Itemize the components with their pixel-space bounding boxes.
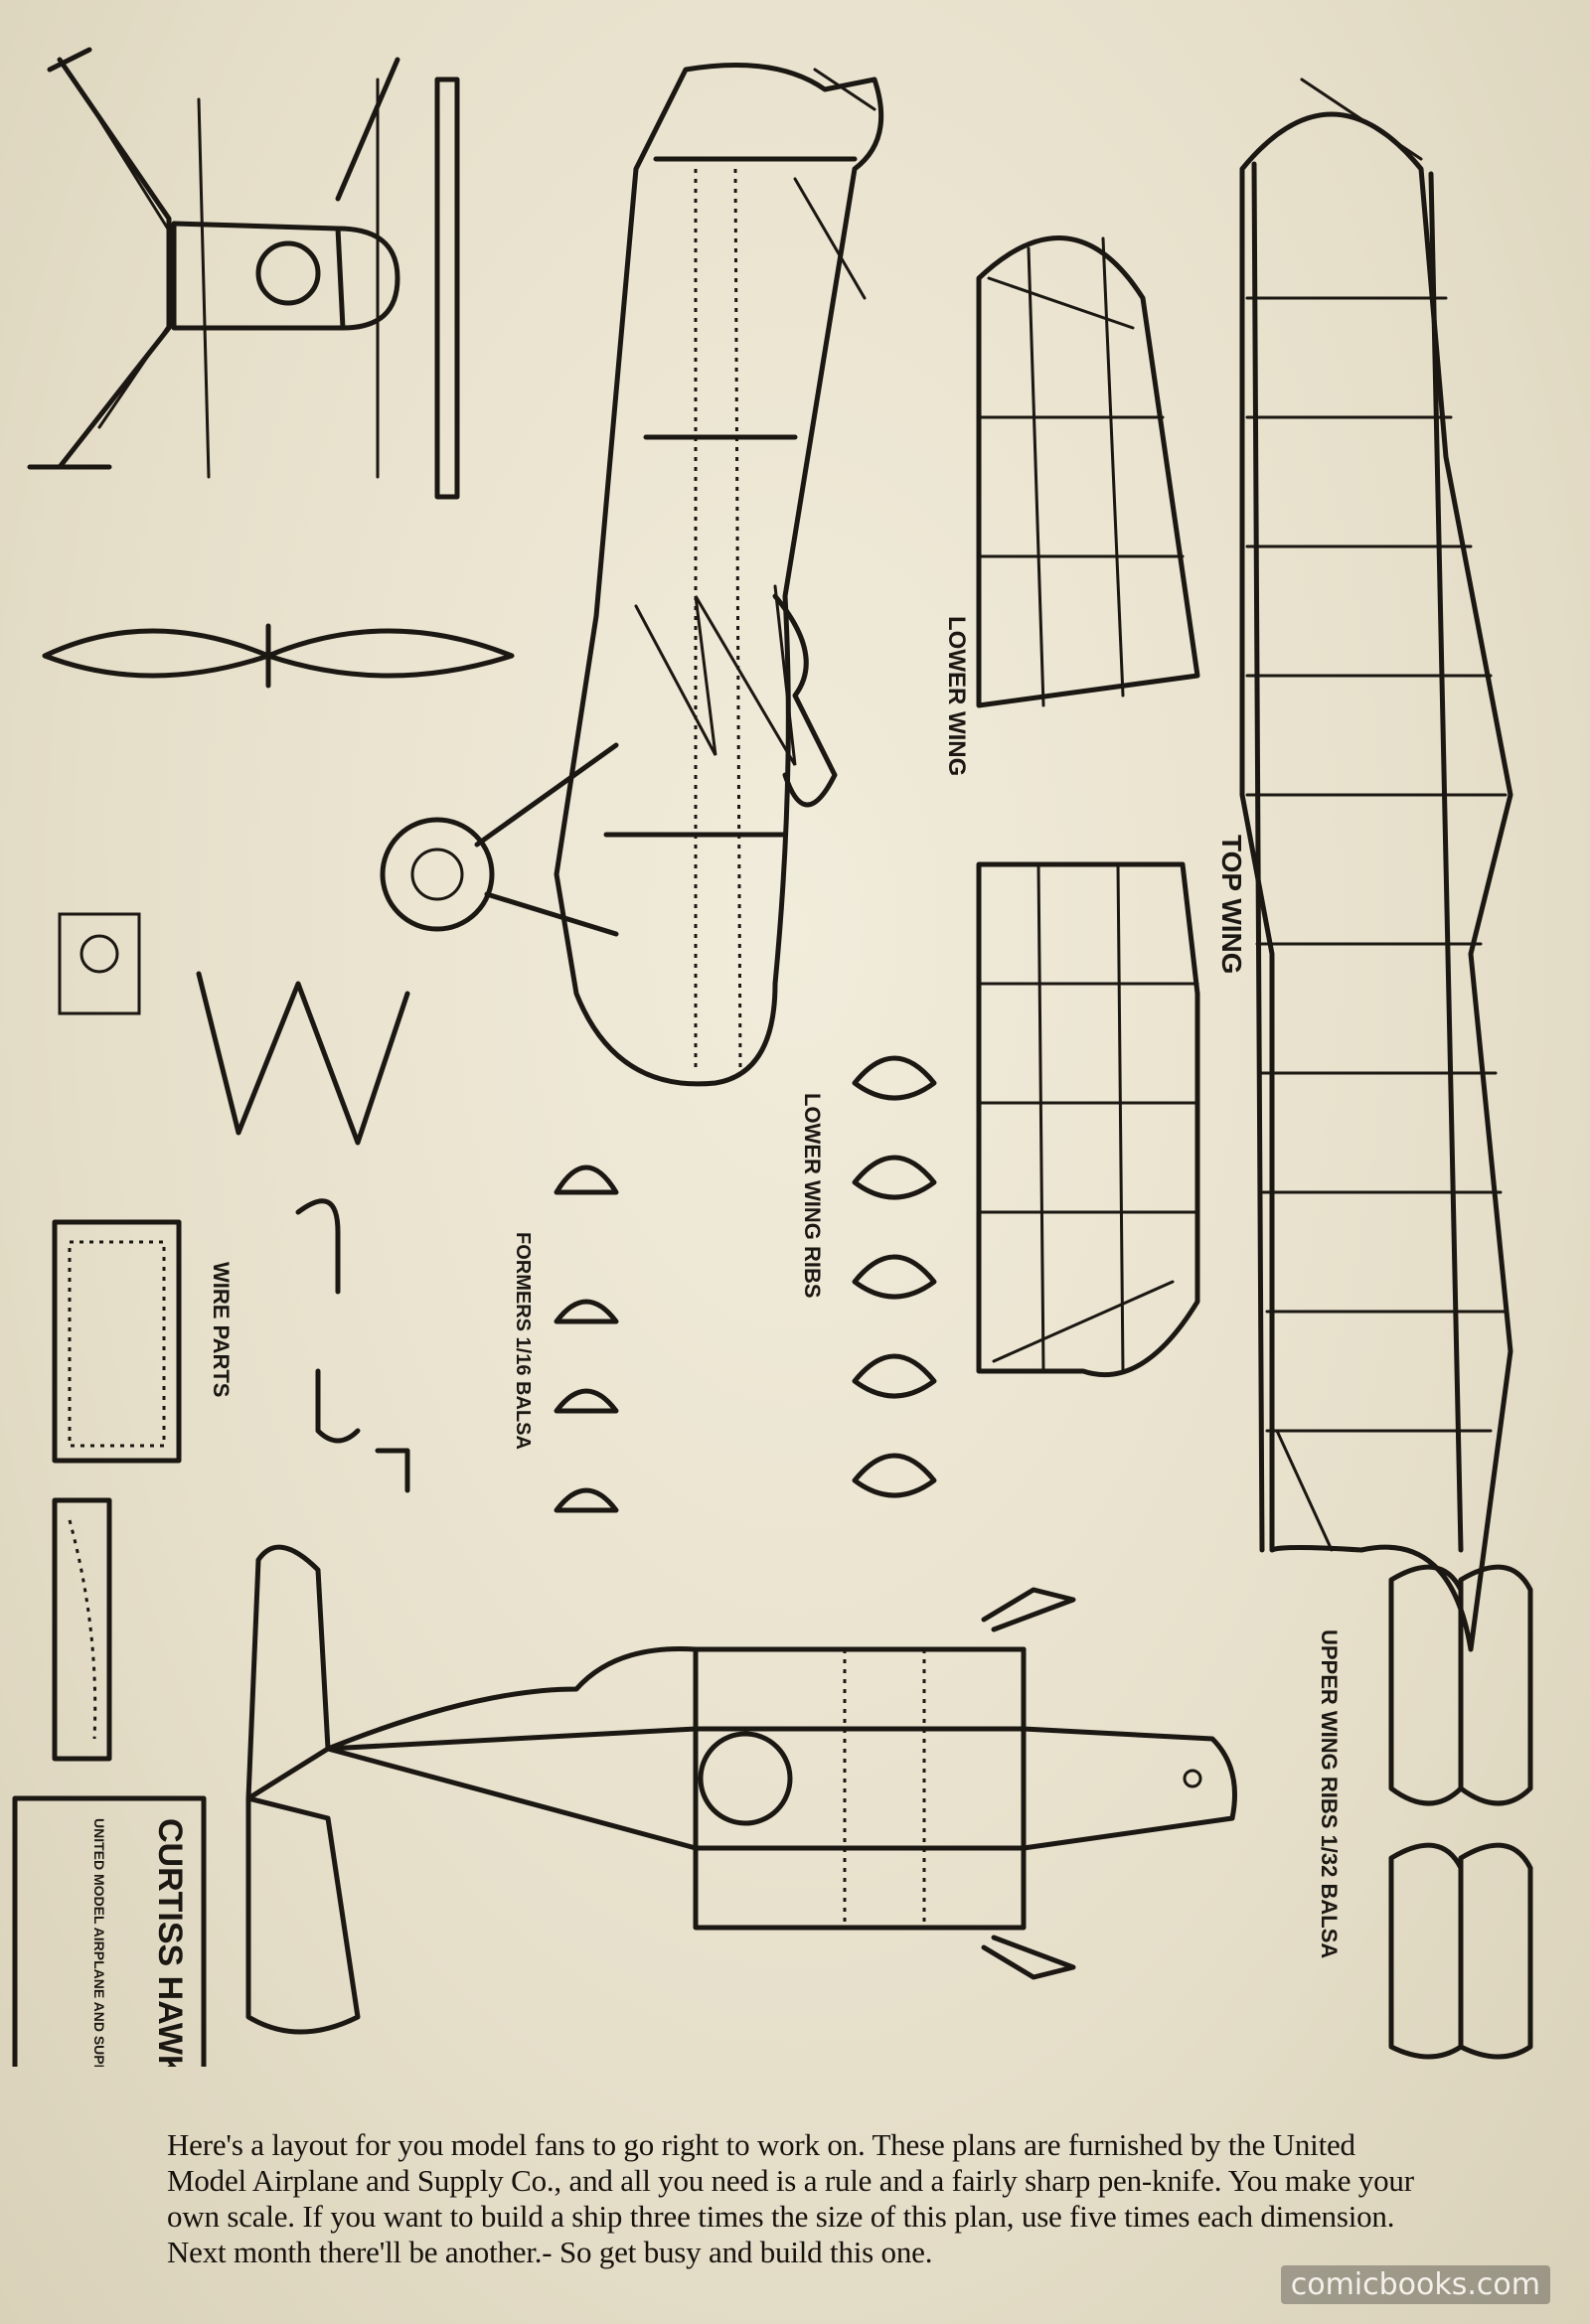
propeller-drawing	[42, 623, 515, 689]
front-view	[27, 47, 460, 500]
caption-text: Here's a layout for you model fans to go…	[167, 2127, 1414, 2269]
upper-wing-ribs-label: UPPER WING RIBS 1/32 BALSA	[1317, 1629, 1342, 1958]
lower-wing-ribs: LOWER WING RIBS	[800, 1055, 937, 1498]
title-block-title: CURTISS HAWK	[151, 1818, 189, 2067]
top-wing-plan: TOP WING	[1216, 77, 1513, 1652]
top-view-plan	[245, 1544, 1237, 2035]
top-wing-label: TOP WING	[1216, 835, 1247, 975]
formers-label: FORMERS 1/16 BALSA	[512, 1232, 534, 1450]
lower-wing-label: LOWER WING	[943, 616, 970, 776]
wire-parts: WIRE PARTS	[209, 1198, 410, 1493]
watermark-text: comicbooks.com	[1280, 2265, 1550, 2304]
lower-wing-ribs-label: LOWER WING RIBS	[800, 1093, 825, 1299]
cowl-templates	[52, 1219, 182, 1762]
wire-strut	[58, 912, 410, 1146]
formers: FORMERS 1/16 BALSA	[512, 1164, 619, 1513]
wire-parts-label: WIRE PARTS	[209, 1262, 234, 1397]
fuselage-side-view	[380, 63, 884, 1087]
blueprint-drawing: TOP WING LOWER WING	[12, 47, 1533, 2067]
title-block-subtitle: UNITED MODEL AIRPLANE AND SUPPLY CO. IRV…	[91, 1818, 107, 2067]
title-block: CURTISS HAWK UNITED MODEL AIRPLANE AND S…	[12, 1795, 207, 2067]
upper-wing-ribs: UPPER WING RIBS 1/32 BALSA	[1317, 1564, 1533, 2060]
lower-wing-plan: LOWER WING	[943, 235, 1200, 1378]
